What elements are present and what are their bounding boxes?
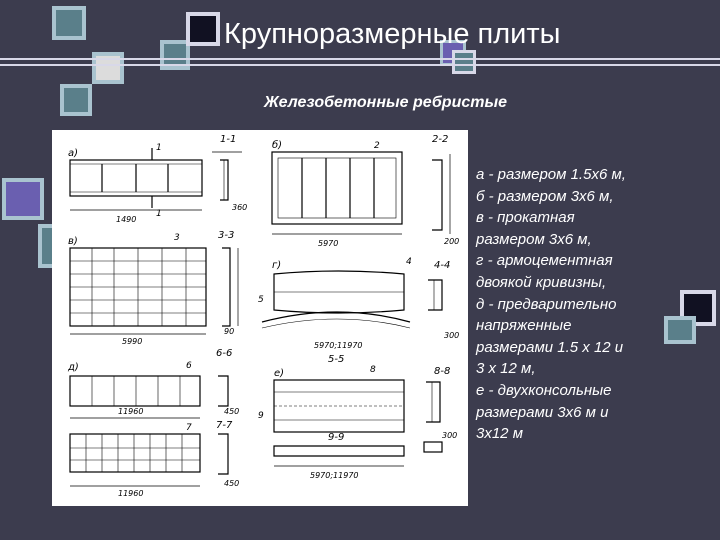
divider-line xyxy=(0,58,720,60)
dimension-label: 11960 xyxy=(118,489,143,498)
dimension-label: 450 xyxy=(224,479,239,488)
dimension-label: 300 xyxy=(442,431,457,440)
section-label: 2-2 xyxy=(432,134,448,145)
caption-line: д - предварительно xyxy=(476,295,617,313)
deco-square xyxy=(60,84,92,116)
section-label: 1-1 xyxy=(220,134,236,145)
callout-number: 6 xyxy=(186,361,192,371)
callout-number: 3 xyxy=(174,233,180,243)
section-label: 9-9 xyxy=(328,432,344,443)
dimension-label: 300 xyxy=(444,331,459,340)
caption-line: размером 3х6 м, xyxy=(476,230,592,248)
dimension-label: 1490 xyxy=(116,215,136,224)
deco-square xyxy=(2,178,44,220)
section-label: 7-7 xyxy=(216,420,233,431)
divider-line xyxy=(0,64,720,66)
section-label: 3-3 xyxy=(218,230,234,241)
dimension-label: 90 xyxy=(224,327,234,336)
callout-number: 7 xyxy=(186,423,192,433)
callout-number: 1 xyxy=(156,209,162,219)
section-label: 8-8 xyxy=(434,366,450,377)
callout-number: 8 xyxy=(370,365,376,375)
panel-letter: а) xyxy=(68,148,78,159)
callout-number: 5 xyxy=(258,295,264,305)
dimension-label: 5970 xyxy=(318,239,338,248)
caption-line: б - размером 3х6 м, xyxy=(476,187,614,205)
slide-subtitle: Железобетонные ребристые xyxy=(264,94,508,111)
slab-a-plan xyxy=(69,159,203,197)
caption-line: напряженные xyxy=(476,317,572,335)
dimension-label: 5970;11970 xyxy=(314,341,363,350)
deco-square xyxy=(52,6,86,40)
caption-line: е - двухконсольные xyxy=(476,381,612,399)
dimension-label: 450 xyxy=(224,407,239,416)
section-label: 6-6 xyxy=(216,348,232,359)
dimension-label: 200 xyxy=(444,237,459,246)
caption-line: размерами 1.5 х 12 и xyxy=(476,338,624,356)
dimension-label: 5990 xyxy=(122,337,142,346)
callout-number: 9 xyxy=(258,411,264,421)
dimension-label: 5970;11970 xyxy=(310,471,359,480)
technical-drawing: а) б) в) г) д) е) 1-1 2-2 3-3 4-4 5-5 6-… xyxy=(52,130,468,506)
slab-g-plan xyxy=(273,270,405,314)
caption-line: г - армоцементная xyxy=(476,252,613,270)
callout-number: 2 xyxy=(374,141,380,151)
caption-line: размерами 3х6 м и xyxy=(476,403,609,421)
deco-square xyxy=(664,316,696,344)
caption-line: двоякой кривизны, xyxy=(476,273,607,291)
panel-letter: в) xyxy=(68,236,78,247)
deco-square xyxy=(92,52,124,84)
callout-number: 1 xyxy=(156,143,162,153)
caption-list: а - размером 1.5х6 м, б - размером 3х6 м… xyxy=(476,164,701,445)
deco-square xyxy=(452,50,476,74)
panel-letter: б) xyxy=(272,139,282,151)
dimension-label: 360 xyxy=(232,203,247,212)
slab-d-plan xyxy=(69,375,201,407)
panel-letter: г) xyxy=(272,260,281,271)
panel-letter: е) xyxy=(274,368,284,379)
slide-title: Крупноразмерные плиты xyxy=(224,18,561,50)
caption-line: в - прокатная xyxy=(476,209,575,227)
section-label: 4-4 xyxy=(434,260,450,271)
slab-b-plan xyxy=(271,151,403,225)
caption-line: а - размером 1.5х6 м, xyxy=(476,166,626,183)
deco-square xyxy=(186,12,220,46)
panel-letter: д) xyxy=(67,362,79,373)
callout-number: 4 xyxy=(406,257,412,267)
caption-line: 3 х 12 м, xyxy=(476,360,536,378)
dimension-label: 11960 xyxy=(118,407,143,416)
section-label: 5-5 xyxy=(328,354,344,365)
caption-line: 3х12 м xyxy=(476,425,523,443)
